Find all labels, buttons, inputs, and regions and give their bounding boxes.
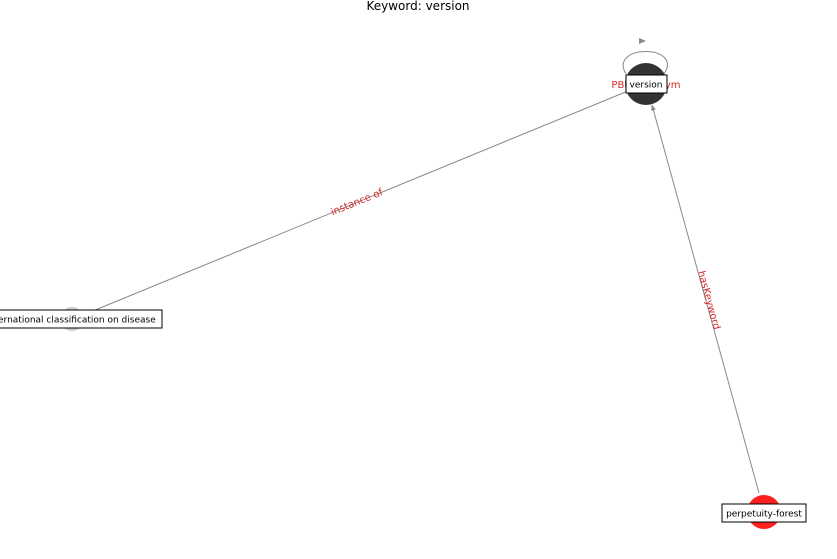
node-label-box-disease <box>0 309 163 329</box>
node-label-box-forest <box>721 503 807 523</box>
graph-title: Keyword: version <box>366 0 469 13</box>
edge-label-has-keyword: hasKeyword <box>695 270 722 331</box>
node-label-box-version <box>625 74 668 94</box>
edge-has-keyword <box>651 104 760 494</box>
node-label-version: version <box>630 81 663 91</box>
edge-instance-of <box>87 90 629 314</box>
edge-self-loop <box>622 51 668 75</box>
node-label-forest: perpetuity-forest <box>726 510 802 520</box>
edge-label-instance-of: instance of <box>329 187 385 218</box>
self-loop-arrowhead <box>639 38 646 44</box>
node-label-disease: international classification on disease <box>0 316 156 326</box>
